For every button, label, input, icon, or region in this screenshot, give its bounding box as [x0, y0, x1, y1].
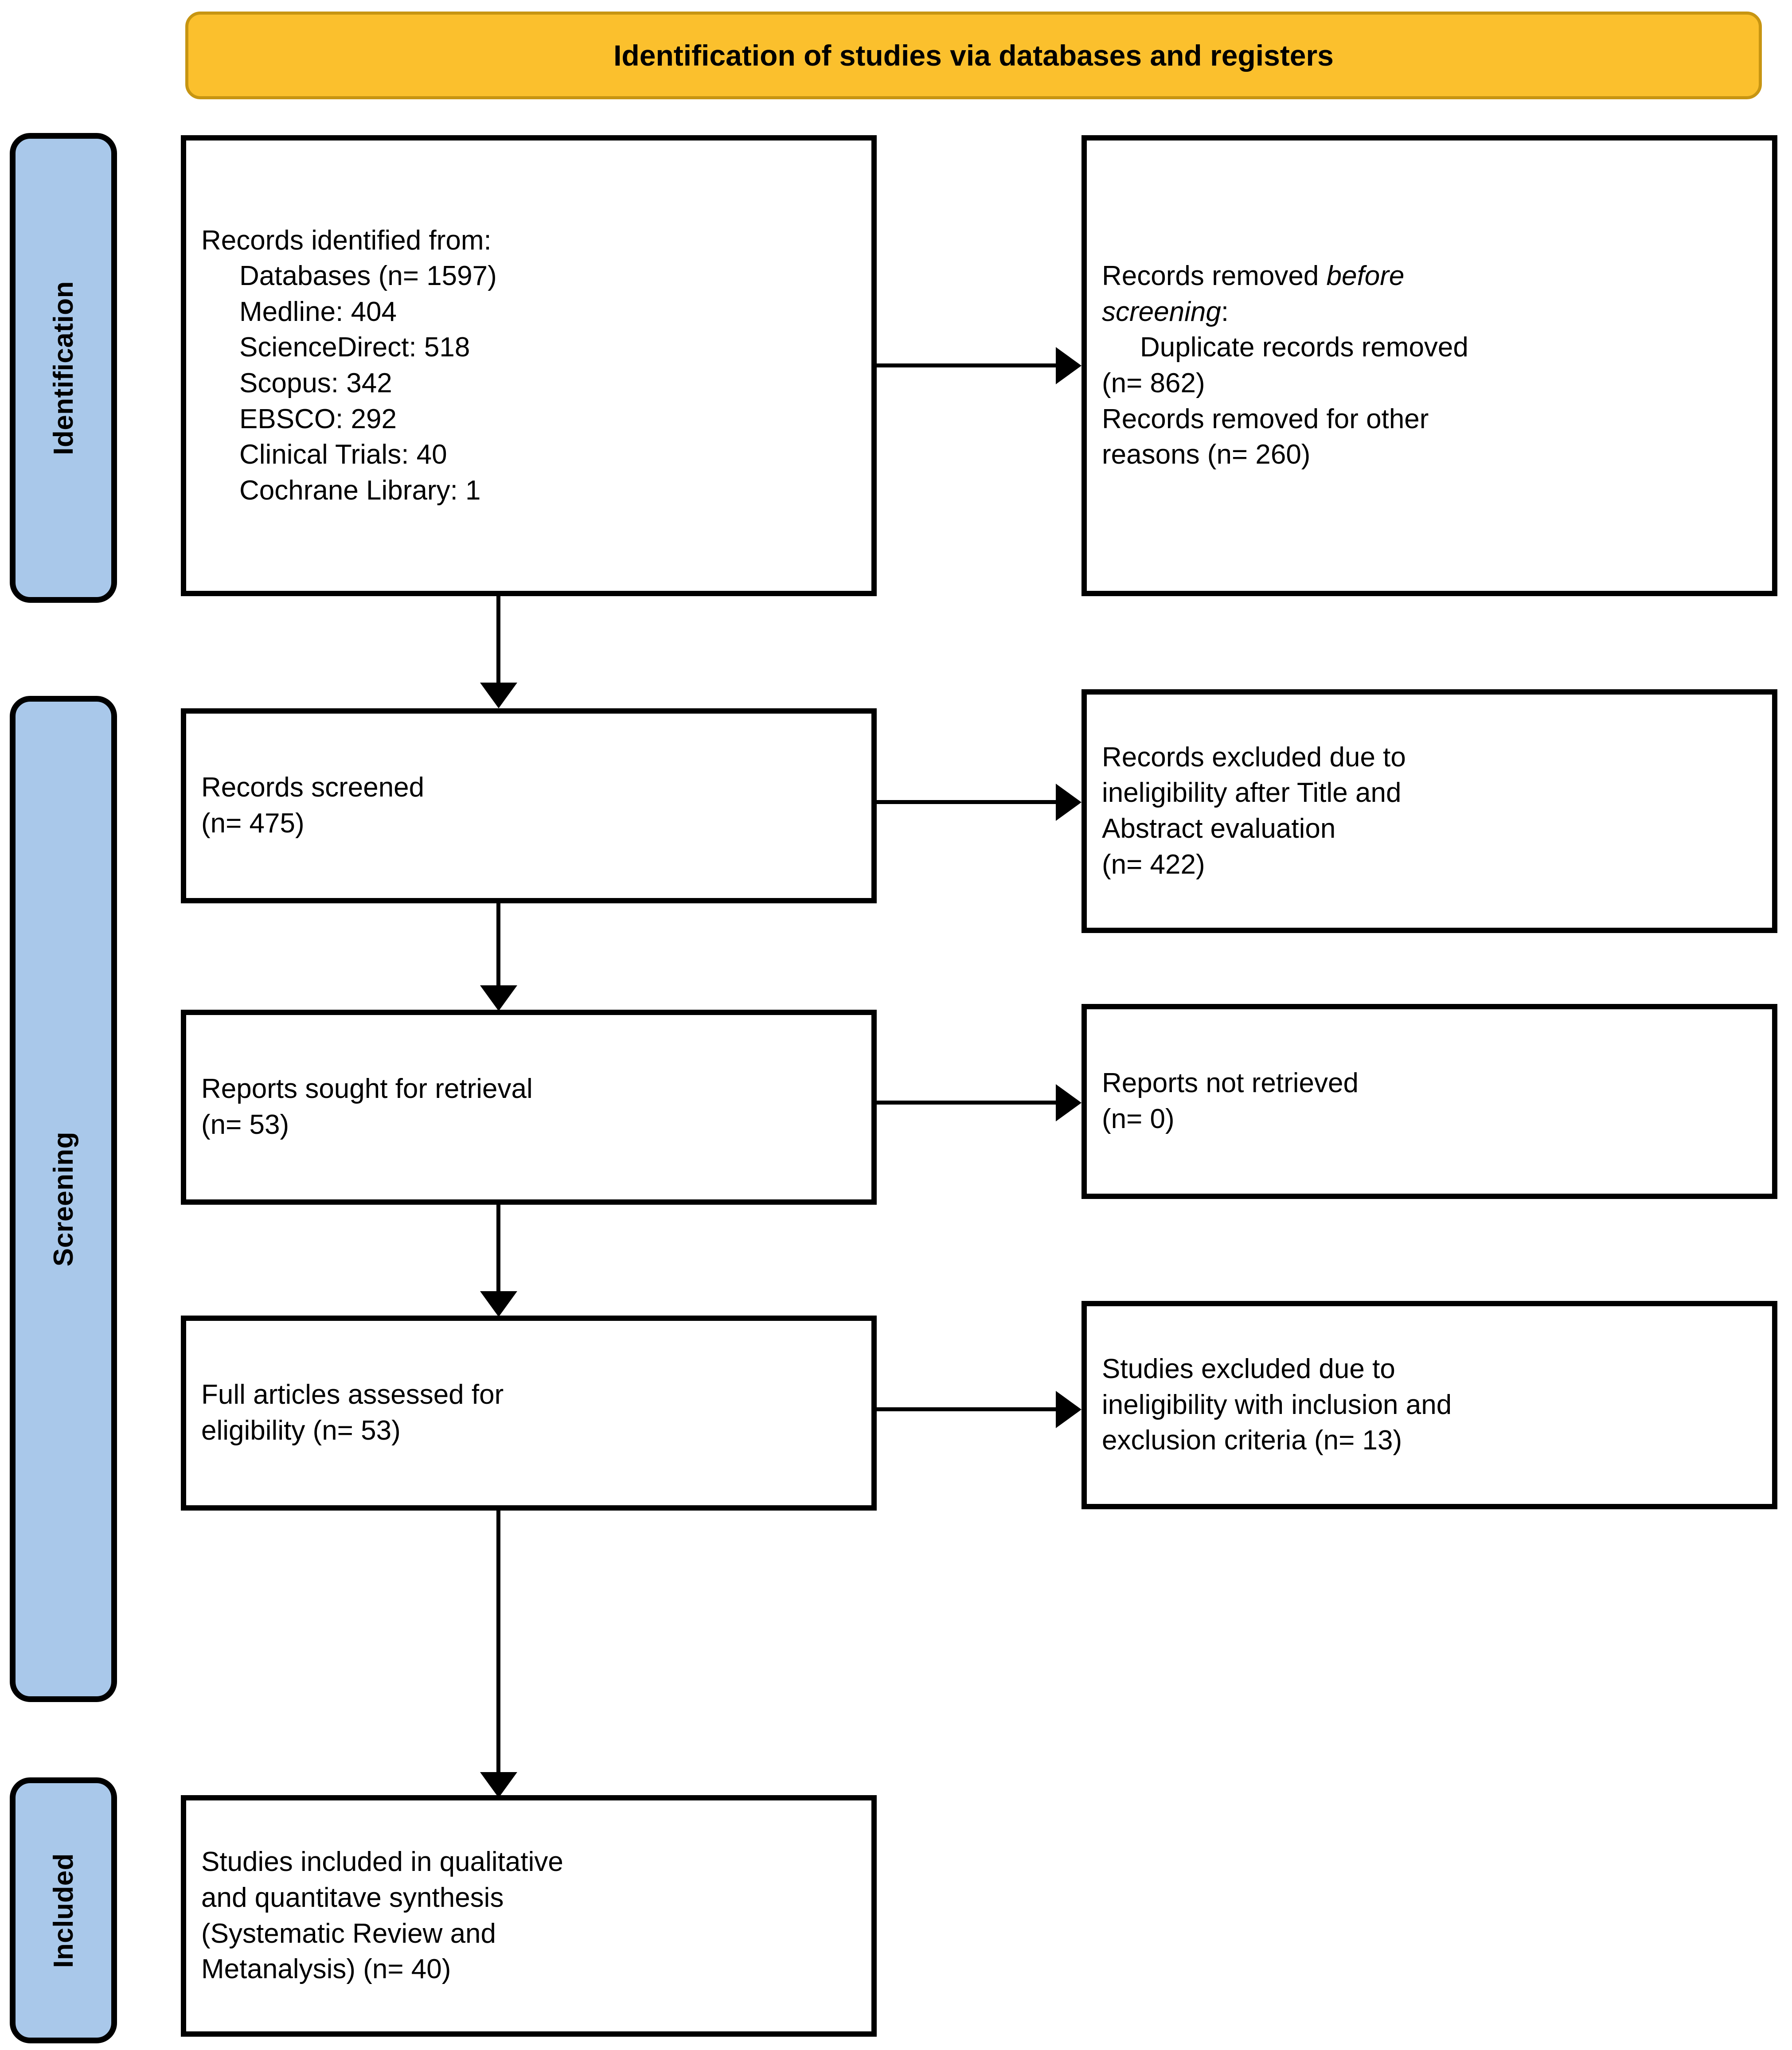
arrow-assessed-to-studies-excluded-head — [1056, 1391, 1081, 1428]
stage-tab-identification: Identification — [10, 133, 117, 603]
arrow-screened-to-reports-head — [480, 985, 517, 1011]
node-full-articles-assessed: Full articles assessed for eligibility (… — [181, 1316, 877, 1511]
node-reports-sought-text: Reports sought for retrieval (n= 53) — [201, 1074, 533, 1140]
arrow-sought-to-full-articles-head — [480, 1291, 517, 1317]
arrow-sought-to-full-articles-shaft — [496, 1205, 500, 1291]
stage-tab-identification-label: Identification — [48, 281, 79, 455]
node-records-identified-text: Records identified from: Databases (n= 1… — [201, 225, 497, 506]
arrow-screened-to-excluded-head — [1056, 784, 1081, 821]
arrow-assessed-to-included-shaft — [496, 1511, 500, 1772]
node-studies-included: Studies included in qualitative and quan… — [181, 1795, 877, 2037]
arrow-assessed-to-studies-excluded-shaft — [877, 1407, 1056, 1411]
arrow-identified-to-screened-head — [480, 683, 517, 708]
node-studies-excluded: Studies excluded due to ineligibility wi… — [1081, 1301, 1777, 1509]
node-reports-sought: Reports sought for retrieval (n= 53) — [181, 1010, 877, 1205]
node-records-screened: Records screened (n= 475) — [181, 708, 877, 903]
stage-tab-included-label: Included — [48, 1853, 79, 1968]
arrow-identified-to-removed-shaft — [877, 363, 1056, 367]
node-records-screened-text: Records screened (n= 475) — [201, 772, 425, 839]
node-records-excluded-text: Records excluded due to ineligibility af… — [1102, 742, 1406, 880]
arrow-screened-to-reports-shaft — [496, 903, 500, 985]
node-records-identified: Records identified from: Databases (n= 1… — [181, 135, 877, 596]
node-studies-excluded-text: Studies excluded due to ineligibility wi… — [1102, 1354, 1452, 1456]
node-reports-not-retrieved: Reports not retrieved (n= 0) — [1081, 1004, 1777, 1199]
arrow-identified-to-removed-head — [1056, 347, 1081, 384]
node-records-removed: Records removed before screening: Duplic… — [1081, 135, 1777, 596]
arrow-identified-to-screened-shaft — [496, 596, 500, 683]
node-records-excluded: Records excluded due to ineligibility af… — [1081, 689, 1777, 933]
diagram-header-banner: Identification of studies via databases … — [185, 12, 1762, 99]
arrow-screened-to-excluded-shaft — [877, 800, 1056, 804]
stage-tab-screening: Screening — [10, 696, 117, 1702]
stage-tab-screening-label: Screening — [48, 1131, 79, 1267]
arrow-sought-to-not-retrieved-head — [1056, 1084, 1081, 1121]
node-studies-included-text: Studies included in qualitative and quan… — [201, 1847, 563, 1985]
diagram-title: Identification of studies via databases … — [613, 39, 1334, 72]
arrow-sought-to-not-retrieved-shaft — [877, 1101, 1056, 1105]
node-full-articles-assessed-text: Full articles assessed for eligibility (… — [201, 1379, 504, 1446]
node-reports-not-retrieved-text: Reports not retrieved (n= 0) — [1102, 1068, 1359, 1134]
stage-tab-included: Included — [10, 1777, 117, 2043]
arrow-assessed-to-included-head — [480, 1772, 517, 1798]
node-records-removed-text: Records removed before screening: Duplic… — [1102, 261, 1468, 470]
